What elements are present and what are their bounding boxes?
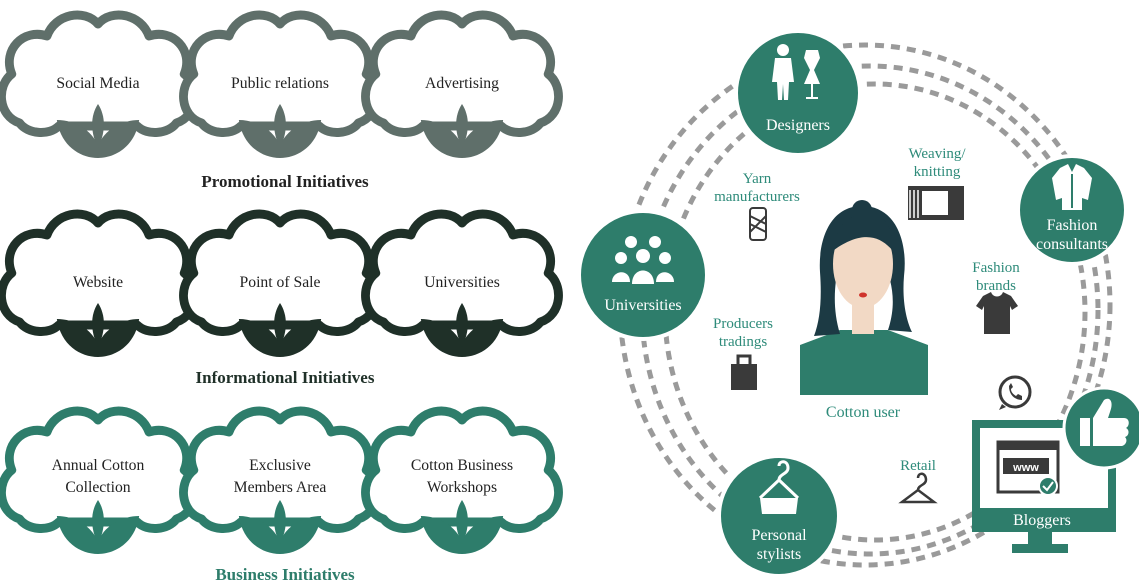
initiative-label: Social Media bbox=[56, 75, 139, 92]
value-chain-weaving: Weaving/ knitting bbox=[908, 146, 966, 220]
node-label: Universities bbox=[604, 297, 681, 314]
initiatives-panel: Social Media Public relations AdvertisingP… bbox=[1, 15, 558, 583]
browser-window-icon: www bbox=[996, 440, 1060, 496]
node-personal-stylists: Personal stylists bbox=[717, 454, 841, 578]
initiative-group-title: Promotional Initiatives bbox=[201, 172, 369, 191]
node-label: consultants bbox=[1036, 236, 1108, 253]
initiative-group-title: Business Initiatives bbox=[215, 565, 355, 583]
initiative-label: Website bbox=[73, 274, 123, 291]
value-chain-label: brands bbox=[976, 278, 1016, 294]
tshirt-icon bbox=[976, 292, 1018, 334]
value-chain-label: Yarn bbox=[743, 171, 772, 187]
cotton-boll: Advertising bbox=[365, 15, 558, 158]
initiative-group: Website Point of Sale UniversitiesInformat… bbox=[1, 214, 558, 387]
cotton-boll: Website bbox=[1, 214, 194, 357]
yarn-icon bbox=[749, 207, 767, 241]
value-chain-label: tradings bbox=[719, 334, 767, 350]
value-chain-yarn: Yarn manufacturers bbox=[714, 171, 800, 241]
node-universities: Universities bbox=[577, 209, 709, 341]
value-chain-label: Weaving/ bbox=[908, 146, 966, 162]
node-label: Personal bbox=[751, 527, 807, 544]
whatsapp-icon bbox=[998, 375, 1032, 410]
initiative-label: Members Area bbox=[234, 479, 327, 496]
initiative-label: Annual Cotton bbox=[52, 457, 145, 474]
cotton-network-diagram: Designers Fashion consultants Universiti… bbox=[577, 29, 1139, 578]
value-chain-label: manufacturers bbox=[714, 189, 800, 205]
initiative-label: Public relations bbox=[231, 75, 329, 92]
node-label: Designers bbox=[766, 117, 830, 134]
value-chain-producers: Producers tradings bbox=[713, 316, 773, 390]
node-label: Fashion bbox=[1047, 217, 1098, 234]
cotton-user-label: Cotton user bbox=[826, 404, 901, 421]
cotton-boll: Universities bbox=[365, 214, 558, 357]
www-label: www bbox=[1012, 462, 1039, 474]
initiative-label: Collection bbox=[65, 479, 130, 496]
designer-icon bbox=[772, 44, 820, 100]
cotton-boll: Social Media bbox=[1, 15, 194, 158]
loom-icon bbox=[908, 186, 964, 220]
initiative-group: Social Media Public relations AdvertisingP… bbox=[1, 15, 558, 191]
value-chain-label: Fashion bbox=[972, 260, 1020, 276]
value-chain-label: Producers bbox=[713, 316, 773, 332]
node-fashion-consultants: Fashion consultants bbox=[1016, 154, 1128, 266]
people-icon bbox=[612, 236, 674, 284]
bloggers-label: Bloggers bbox=[1013, 512, 1071, 529]
initiative-group: Annual CottonCollectionExclusiveMembers … bbox=[1, 411, 558, 583]
value-chain-label: Retail bbox=[900, 458, 936, 474]
initiative-group-title: Informational Initiatives bbox=[196, 368, 375, 387]
orbit-ring-outer bbox=[617, 42, 1113, 568]
cotton-user-figure: Cotton user bbox=[800, 200, 928, 421]
initiative-label: Universities bbox=[424, 274, 500, 291]
value-chain-brands: Fashion brands bbox=[972, 260, 1020, 334]
initiative-label: Workshops bbox=[427, 479, 497, 496]
hanger-icon bbox=[898, 472, 938, 504]
bag-icon bbox=[731, 354, 757, 390]
value-chain-label: knitting bbox=[914, 164, 961, 180]
cotton-boll: Point of Sale bbox=[183, 214, 376, 357]
like-icon bbox=[1062, 386, 1139, 470]
hanger-icon bbox=[758, 460, 800, 514]
initiative-label: Cotton Business bbox=[411, 457, 513, 474]
initiative-label: Advertising bbox=[425, 75, 499, 92]
value-chain-retail: Retail bbox=[898, 458, 938, 504]
node-label: stylists bbox=[757, 546, 801, 563]
node-designers: Designers bbox=[734, 29, 862, 157]
jacket-icon bbox=[1052, 164, 1092, 210]
initiative-label: Point of Sale bbox=[240, 274, 321, 291]
initiative-label: Exclusive bbox=[249, 457, 311, 474]
cotton-boll: Public relations bbox=[183, 15, 376, 158]
